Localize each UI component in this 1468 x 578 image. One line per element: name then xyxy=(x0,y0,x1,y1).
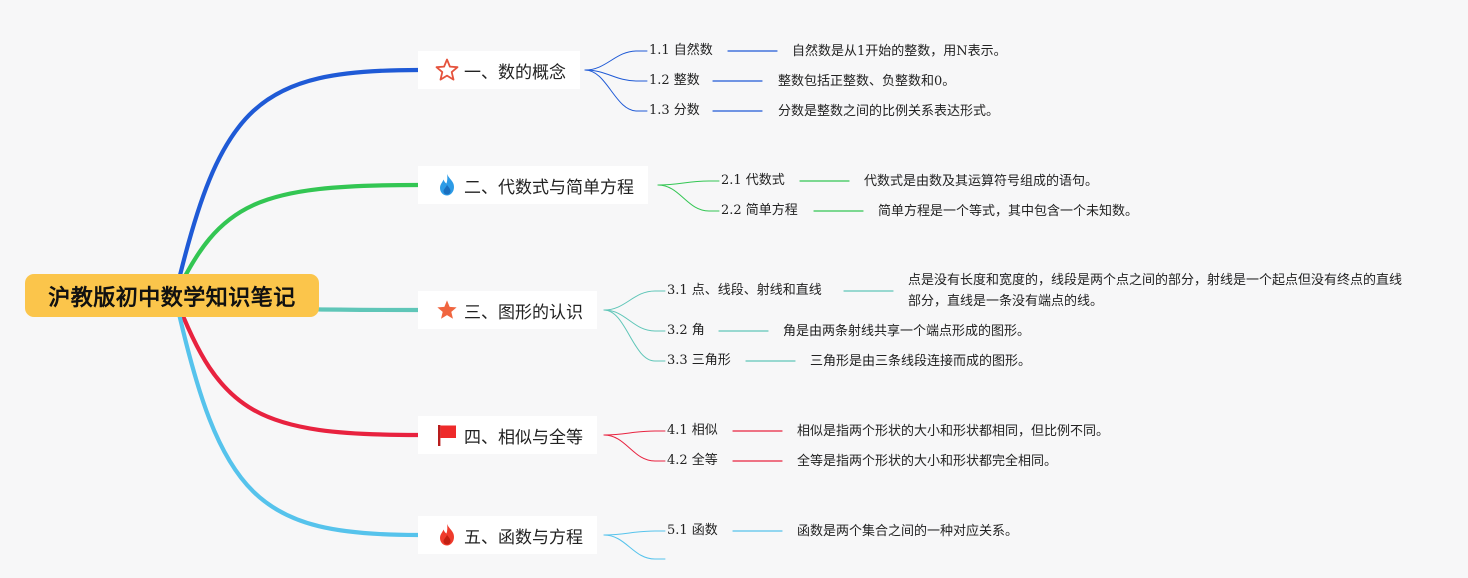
subtopic-label[interactable]: 4.1 相似 xyxy=(667,423,718,438)
subtopic-connector-4-2 xyxy=(603,434,666,462)
branch-connector-5 xyxy=(172,293,421,538)
subtopic-label[interactable]: 3.1 点、线段、射线和直线 xyxy=(667,283,822,298)
subtopic-connector-4-1 xyxy=(603,430,666,436)
subtopic-label[interactable]: 2.2 简单方程 xyxy=(721,203,798,218)
detail-text[interactable]: 三角形是由三条线段连接而成的图形。 xyxy=(810,354,1032,369)
topic-node-5[interactable]: 五、函数与方程 xyxy=(418,516,597,554)
topic-label: 一、数的概念 xyxy=(464,62,566,83)
subtopic-label[interactable]: 1.3 分数 xyxy=(649,103,700,118)
subtopic-connector-2-1 xyxy=(657,180,720,186)
detail-text[interactable]: 代数式是由数及其运算符号组成的语句。 xyxy=(864,174,1099,189)
topic-label: 三、图形的认识 xyxy=(464,302,583,323)
subtopic-connector-2-2 xyxy=(657,184,720,212)
subtopic-connector-1-2 xyxy=(584,69,648,82)
red-flag-icon xyxy=(434,422,460,448)
subtopic-connector-3-2 xyxy=(603,309,666,332)
subtopic-label[interactable]: 1.2 整数 xyxy=(649,73,700,88)
detail-text[interactable]: 自然数是从1开始的整数，用N表示。 xyxy=(792,44,1007,59)
subtopic-connector-1-3 xyxy=(584,69,648,112)
detail-text[interactable]: 点是没有长度和宽度的，线段是两个点之间的部分，射线是一个起点但没有终点的直线部分… xyxy=(908,273,1403,309)
subtopic-label[interactable]: 4.2 全等 xyxy=(667,453,718,468)
subtopic-label[interactable]: 5.1 函数 xyxy=(667,523,718,538)
star-outline-icon xyxy=(434,57,460,83)
blue-flame-icon xyxy=(434,172,460,198)
topic-label: 二、代数式与简单方程 xyxy=(464,177,634,198)
red-flame-icon xyxy=(434,522,460,548)
detail-text[interactable]: 角是由两条射线共享一个端点形成的图形。 xyxy=(783,324,1031,339)
subtopic-connector-5-1 xyxy=(603,530,666,536)
subtopic-label[interactable]: 3.3 三角形 xyxy=(667,353,731,368)
central-topic-label: 沪教版初中数学知识笔记 xyxy=(48,285,296,311)
branch-connector-4 xyxy=(172,293,421,438)
topic-label: 四、相似与全等 xyxy=(464,427,583,448)
detail-text[interactable]: 全等是指两个形状的大小和形状都完全相同。 xyxy=(797,454,1058,469)
detail-text[interactable]: 简单方程是一个等式，其中包含一个未知数。 xyxy=(878,204,1139,219)
detail-text[interactable]: 相似是指两个形状的大小和形状都相同，但比例不同。 xyxy=(797,424,1110,439)
subtopic-label[interactable]: 3.2 角 xyxy=(667,323,705,338)
topic-label: 五、函数与方程 xyxy=(464,527,583,548)
subtopic-label[interactable]: 1.1 自然数 xyxy=(649,43,713,58)
branch-connector-2 xyxy=(172,182,421,299)
detail-text[interactable]: 整数包括正整数、负整数和0。 xyxy=(778,74,956,89)
subtopic-connector-3-1 xyxy=(603,290,666,311)
topic-node-4[interactable]: 四、相似与全等 xyxy=(418,416,597,454)
star-filled-icon xyxy=(434,297,460,323)
topic-node-2[interactable]: 二、代数式与简单方程 xyxy=(418,166,648,204)
subtopic-connector-1-1 xyxy=(584,50,648,71)
detail-text[interactable]: 函数是两个集合之间的一种对应关系。 xyxy=(797,524,1019,539)
topic-node-1[interactable]: 一、数的概念 xyxy=(418,51,580,89)
central-topic[interactable]: 沪教版初中数学知识笔记 xyxy=(25,274,319,317)
subtopic-connector-5-2 xyxy=(603,534,666,560)
detail-text[interactable]: 分数是整数之间的比例关系表达形式。 xyxy=(778,104,1000,119)
subtopic-connector-3-3 xyxy=(603,309,666,362)
topic-node-3[interactable]: 三、图形的认识 xyxy=(418,291,597,329)
branch-connector-1 xyxy=(172,67,421,299)
subtopic-label[interactable]: 2.1 代数式 xyxy=(721,173,785,188)
